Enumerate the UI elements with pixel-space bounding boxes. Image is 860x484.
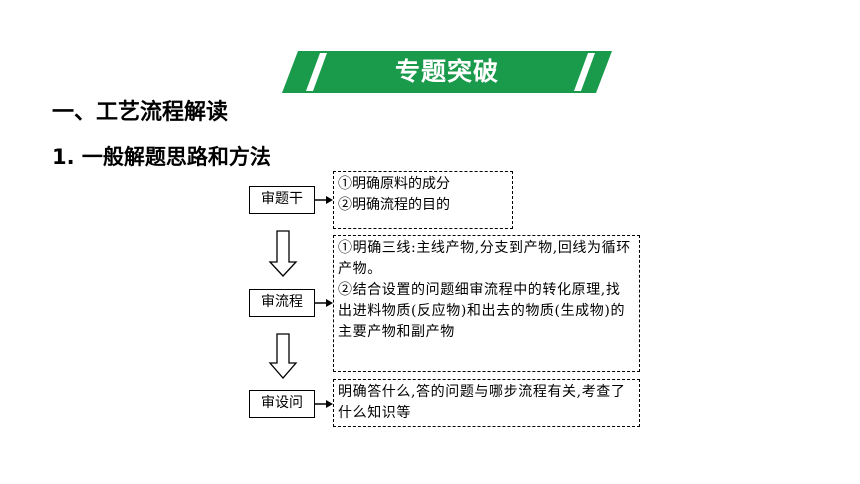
note-line: 明确答什么,答的问题与哪步流程有关,考查了什么知识等 bbox=[338, 384, 626, 421]
step-box-review-process: 审流程 bbox=[249, 289, 315, 317]
section-heading: 一、工艺流程解读 bbox=[52, 100, 229, 125]
banner-shape bbox=[282, 51, 612, 93]
banner-stripe-left bbox=[306, 53, 327, 91]
banner-stripe-right bbox=[574, 53, 595, 91]
note-line: ②结合设置的问题细审流程中的转化原理,找出进料物质(反应物)和出去的物质(生成物… bbox=[338, 282, 626, 340]
step-box-review-question: 审题干 bbox=[249, 186, 315, 214]
section-banner: 专题突破 bbox=[282, 51, 612, 93]
banner-background bbox=[282, 51, 612, 93]
connector-2 bbox=[315, 299, 333, 307]
step-box-review-questions-asked: 审设问 bbox=[249, 390, 315, 418]
note-box-step-2: ①明确三线:主线产物,分支到产物,回线为循环产物。 ②结合设置的问题细审流程中的… bbox=[333, 235, 640, 372]
note-box-step-3: 明确答什么,答的问题与哪步流程有关,考查了什么知识等 bbox=[333, 379, 640, 427]
down-arrow-1 bbox=[268, 230, 298, 277]
section-subheading: 1. 一般解题思路和方法 bbox=[52, 145, 271, 169]
connector-1 bbox=[315, 196, 333, 204]
banner-title: 专题突破 bbox=[394, 57, 499, 86]
note-line: ①明确原料的成分 bbox=[338, 176, 450, 192]
note-line: ①明确三线:主线产物,分支到产物,回线为循环产物。 bbox=[338, 240, 631, 277]
note-line: ②明确流程的目的 bbox=[338, 197, 450, 213]
down-arrow-2 bbox=[268, 333, 298, 379]
note-box-step-1: ①明确原料的成分 ②明确流程的目的 bbox=[333, 171, 513, 229]
connector-3 bbox=[315, 400, 333, 408]
